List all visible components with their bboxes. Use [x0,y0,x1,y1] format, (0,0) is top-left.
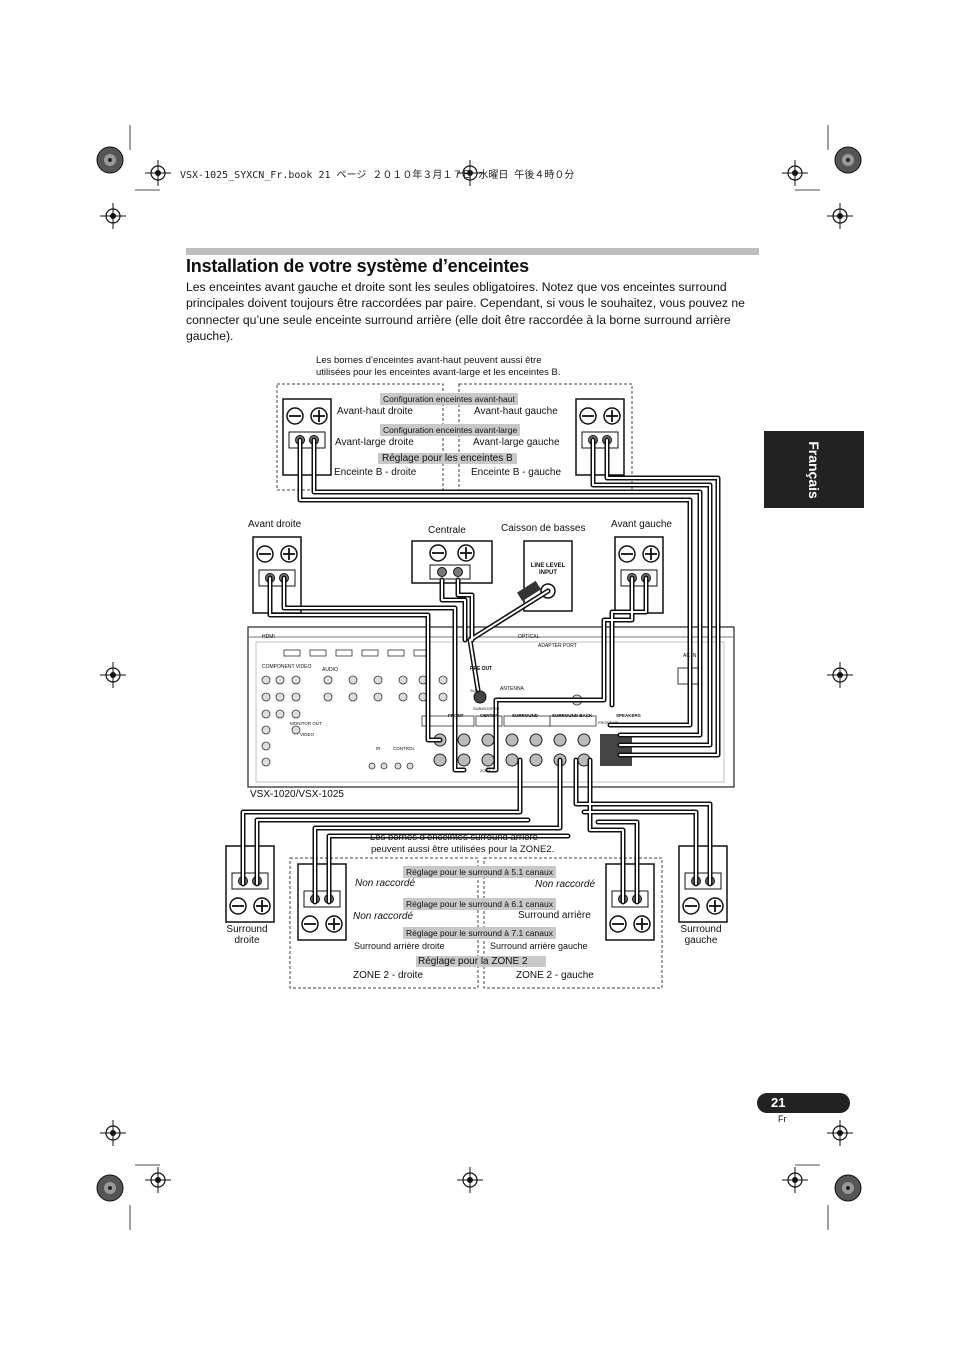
print-header-line: VSX-1025_SYXCN_Fr.book 21 ページ ２０１０年３月１７日… [180,170,575,181]
front-wide-right-label: Avant-large droite [335,437,414,448]
receiver-model-label: VSX-1020/VSX-1025 [250,789,344,800]
top-note: Les bornes d’enceintes avant-haut peuven… [316,355,561,379]
zone2-right-label: ZONE 2 - droite [353,970,424,981]
rx-optical-label: OPTICAL [518,634,540,640]
section-rule [186,248,759,255]
surround-71-tag: Réglage pour le surround à 7.1 canaux [403,927,556,939]
not-connected-left-51: Non raccordé [535,879,596,890]
rx-speakers-label: SPEAKERS [616,713,641,718]
rx-antenna-label: ANTENNA [500,686,524,692]
zone2-tag: Réglage pour la ZONE 2 [416,956,546,967]
language-tab: Français [764,431,864,508]
section-intro: Les enceintes avant gauche et droite son… [186,280,745,344]
speaker-b-left-label: Enceinte B - gauche [471,467,562,478]
not-connected-right-61: Non raccordé [353,911,414,922]
rx-acin-label: AC IN [683,653,697,659]
line-level-input-label: LINE LEVEL INPUT [530,563,566,576]
surround-back-label: Surround arrière [518,910,591,921]
front-wide-config-tag: Configuration enceintes avant-large [380,424,521,436]
surround-51-tag: Réglage pour le surround à 5.1 canaux [403,866,556,878]
speaker-b-config-tag: Réglage pour les enceintes B [378,453,517,464]
surround-left-line2: gauche [684,935,718,946]
page-language: Fr [778,1114,787,1124]
rx-video-label: VIDEO [300,732,315,737]
surround-left-line1: Surround [680,924,722,935]
top-note-line2: utilisées pour les enceintes avant-large… [316,367,561,378]
front-high-right-label: Avant-haut droite [337,406,413,417]
center-label: Centrale [428,525,466,536]
bottom-note-line1: Les bornes d’enceintes surround arrière [370,832,538,843]
rx-control-label: CONTROL [393,746,416,751]
rx-center-label: CENTER [480,713,499,718]
rx-front-label: FRONT [448,713,464,718]
front-right-label: Avant droite [248,519,302,530]
page-number-badge: 21 [757,1093,850,1113]
language-tab-label: Français [806,440,822,499]
rx-surround-back-label: SURROUND BACK [552,713,593,718]
surround-left-label: Surround gauche [678,924,724,946]
rx-ir-label: IR [376,746,381,751]
rx-component-label: COMPONENT VIDEO [262,664,312,670]
surround-back-right-label: Surround arrière droite [354,941,445,951]
top-note-line1: Les bornes d’enceintes avant-haut peuven… [316,355,542,366]
rx-monitor-out-label: MONITOR OUT [290,721,322,726]
speaker-b-right-label: Enceinte B - droite [334,467,417,478]
rx-audio-label: AUDIO [322,667,338,673]
surround-back-left-label: Surround arrière gauche [490,941,588,951]
front-left-label: Avant gauche [611,519,672,530]
front-high-left-label: Avant-haut gauche [474,406,558,417]
rx-zone2-label: ZONE 2 [480,768,495,773]
surround-right-line1: Surround [226,924,268,935]
zone2-left-label: ZONE 2 - gauche [516,970,594,981]
bottom-note-line2: peuvent aussi être utilisées pour la ZON… [371,844,555,855]
rx-sub-short-label: SUB [470,688,479,693]
rx-surround-label: SURROUND [512,713,539,718]
bottom-note: Les bornes d’enceintes surround arrière … [370,832,554,856]
surround-right-line2: droite [234,935,260,946]
rx-preout-label: PRE OUT [470,666,493,672]
rx-front-ht-label: FRONT HT [598,720,619,725]
rx-subwoofer-label: SUBWOOFER [473,706,500,711]
front-wide-left-label: Avant-large gauche [473,437,560,448]
subwoofer-label: Caisson de basses [501,523,586,534]
rx-adapter-label: ADAPTER PORT [538,643,577,649]
surround-61-tag: Réglage pour le surround à 6.1 canaux [403,898,556,910]
section-title: Installation de votre système d’enceinte… [186,256,529,276]
not-connected-right-51: Non raccordé [355,878,416,889]
rx-hdmi-label: HDMI [262,634,275,640]
page-number: 21 [771,1095,786,1110]
surround-right-label: Surround droite [224,924,270,946]
front-high-config-tag: Configuration enceintes avant-haut [380,393,518,405]
